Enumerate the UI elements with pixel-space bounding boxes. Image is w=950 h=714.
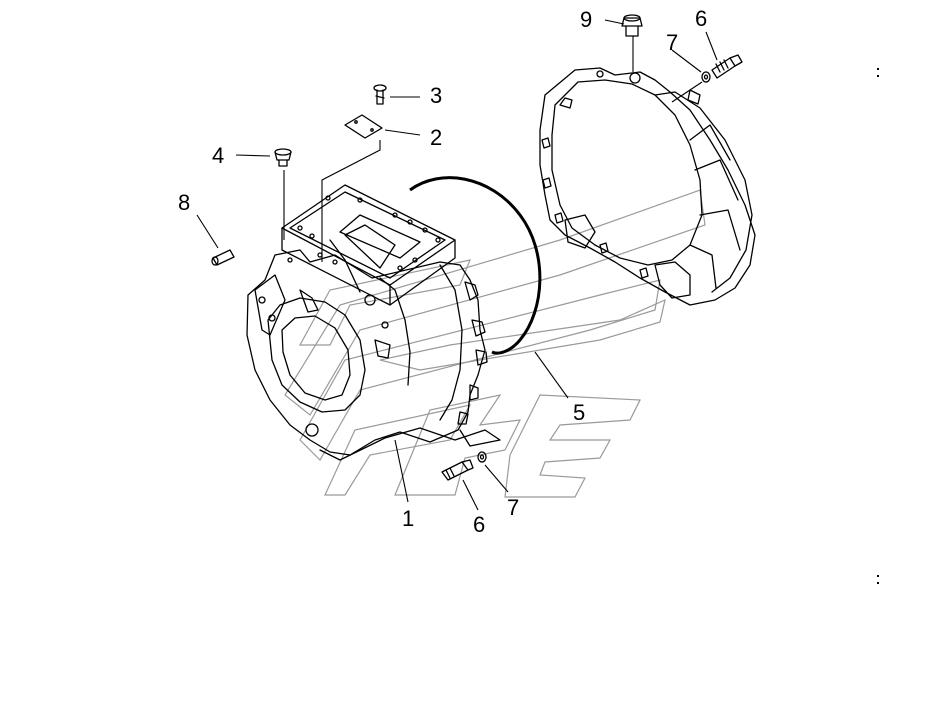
flywheel-housing-part: [246, 249, 501, 461]
plug-part-4: [274, 148, 292, 167]
callout-8: 8: [178, 190, 190, 215]
housing-top-frame: [281, 184, 456, 306]
callout-2: 2: [430, 125, 442, 150]
pin-part-8: [211, 249, 235, 266]
leader-lines: [196, 19, 718, 511]
callout-9: 9: [580, 7, 592, 32]
callout-1: 1: [402, 506, 414, 531]
o-ring-part: [409, 176, 542, 355]
callout-7-top: 7: [666, 30, 678, 55]
callout-4: 4: [212, 143, 224, 168]
cover-plate-part-2: [344, 114, 383, 139]
watermark-graphic: [284, 189, 706, 498]
registration-marks: [877, 68, 879, 584]
washer-part-7-bottom: [477, 451, 487, 463]
callout-7-bottom: 7: [507, 495, 519, 520]
bolt-part-6-bottom: [441, 459, 474, 481]
plug-part-9: [621, 14, 643, 37]
washer-part-7-top: [701, 71, 711, 83]
callout-5: 5: [573, 400, 585, 425]
bolt-part-6-top: [711, 54, 743, 79]
callout-6-bottom: 6: [473, 512, 485, 537]
callout-labels: 1 2 3 4 5 6 6 7 7 8 9: [178, 6, 707, 537]
callout-3: 3: [430, 83, 442, 108]
bolt-part-3: [373, 84, 387, 105]
callout-6-top: 6: [695, 6, 707, 31]
cover-housing-part: [539, 67, 756, 306]
